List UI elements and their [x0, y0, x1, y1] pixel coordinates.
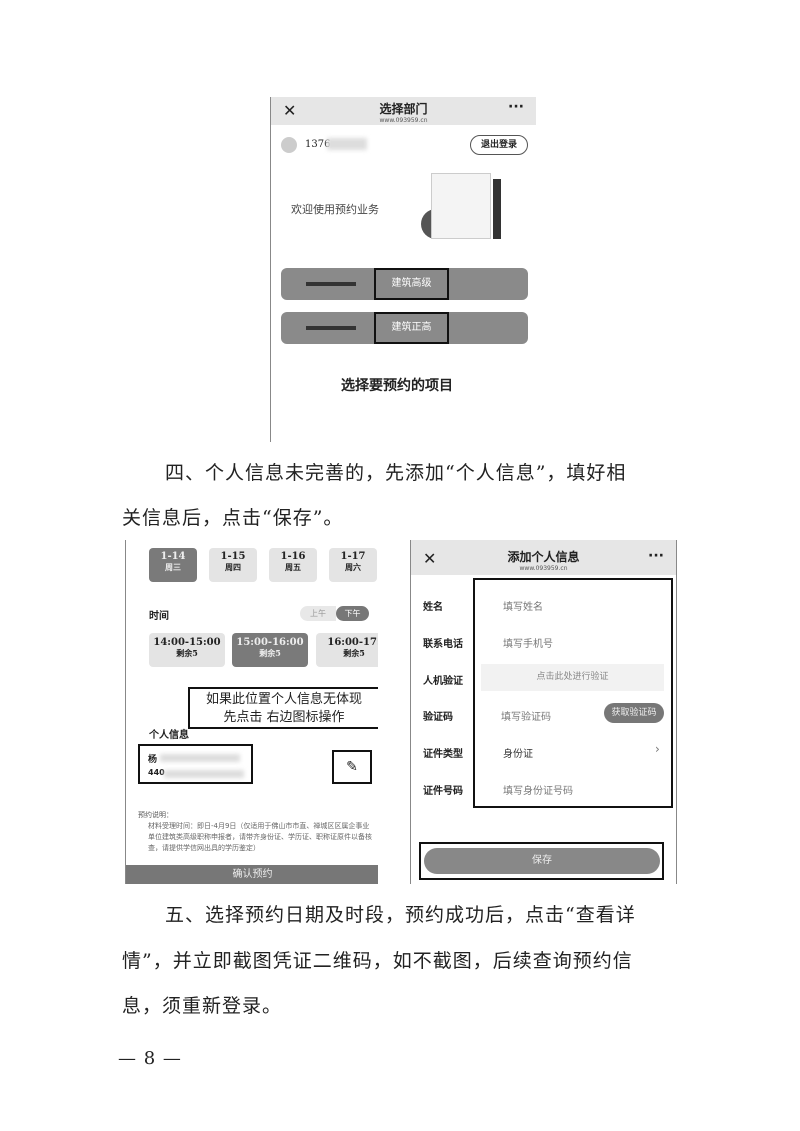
app-header: ✕ 添加个人信息 www.093959.cn ··· — [411, 540, 676, 575]
callout-box: 如果此位置个人信息无体现先点击 右边图标操作 — [188, 687, 378, 729]
edit-icon[interactable]: ✎ — [332, 750, 372, 784]
dept-label: 建筑正高 — [374, 312, 449, 344]
save-highlight-box — [419, 842, 664, 880]
time-label: 时间 — [149, 611, 169, 622]
code-input[interactable]: 填写验证码 — [501, 712, 551, 723]
personal-info-label: 个人信息 — [149, 730, 189, 741]
id-partial: 440 — [148, 768, 165, 777]
name-partial: 杨 — [148, 755, 158, 765]
arrow-icon — [306, 282, 356, 286]
field-label: 证件号码 — [423, 786, 463, 797]
avatar — [281, 137, 297, 153]
field-label: 人机验证 — [423, 676, 463, 687]
paragraph-4-line-2: 关信息后，点击“保存”。 — [122, 507, 344, 529]
paragraph-4-line-1: 四、个人信息未完善的，先添加“个人信息”，填好相 — [165, 462, 627, 484]
close-icon[interactable]: ✕ — [423, 549, 437, 568]
header-url: www.093959.cn — [519, 565, 568, 572]
close-icon[interactable]: ✕ — [283, 101, 297, 120]
personal-info-box: 杨 440 — [138, 744, 253, 784]
notes-text: 材料受理时间：即日-4月9日（仅适用于佛山市市直、禅城区区属企事业单位建筑类高级… — [148, 822, 372, 852]
chevron-right-icon: › — [655, 742, 660, 756]
save-button[interactable]: 保存 — [424, 848, 660, 874]
time-slot[interactable]: 16:00-17:剩余5 — [316, 633, 378, 667]
screenshot-add-personal-info: ✕ 添加个人信息 www.093959.cn ··· 姓名 填写姓名 联系电话 … — [410, 540, 677, 884]
name-input[interactable]: 填写姓名 — [503, 602, 543, 613]
paragraph-5-line-2: 情”，并立即截图凭证二维码，如不截图，后续查询预约信 — [122, 950, 633, 972]
header-url: www.093959.cn — [379, 117, 428, 124]
field-label: 验证码 — [423, 712, 453, 723]
pm-toggle[interactable]: 下午 — [336, 606, 369, 621]
header-title: 添加个人信息 — [507, 550, 580, 564]
dept-button-advanced[interactable]: 建筑高级 — [281, 268, 528, 300]
app-header: ✕ 选择部门 www.093959.cn ··· — [271, 97, 536, 125]
form-highlight-box — [473, 578, 673, 808]
paragraph-5-line-1: 五、选择预约日期及时段，预约成功后，点击“查看详 — [165, 904, 636, 926]
user-phone: 1376 — [305, 139, 331, 150]
captcha-button[interactable]: 点击此处进行验证 — [481, 664, 664, 691]
id-number-input[interactable]: 填写身份证号码 — [503, 786, 573, 797]
field-label: 姓名 — [423, 602, 443, 613]
confirm-button[interactable]: 确认预约 — [126, 865, 378, 884]
more-icon[interactable]: ··· — [648, 548, 664, 564]
id-type-select[interactable]: 身份证 — [503, 749, 533, 760]
header-title: 选择部门 — [379, 102, 428, 116]
phone-blur — [327, 138, 367, 150]
page-number: — 8 — — [118, 1048, 182, 1069]
phone-input[interactable]: 填写手机号 — [503, 639, 553, 650]
arrow-icon — [306, 326, 356, 330]
logout-button[interactable]: 退出登录 — [470, 135, 528, 155]
get-code-button[interactable]: 获取验证码 — [604, 703, 664, 723]
dept-label: 建筑高级 — [374, 268, 449, 300]
notes-title: 预约说明： — [138, 811, 173, 819]
welcome-text: 欢迎使用预约业务 — [291, 203, 379, 216]
more-icon[interactable]: ··· — [508, 99, 524, 115]
caption: 选择要预约的项目 — [341, 378, 453, 394]
illustration — [421, 173, 511, 243]
screenshot-select-department: ✕ 选择部门 www.093959.cn ··· 1376 退出登录 欢迎使用预… — [270, 97, 536, 442]
paragraph-5-line-3: 息，须重新登录。 — [122, 995, 283, 1017]
field-label: 证件类型 — [423, 749, 463, 760]
field-label: 联系电话 — [423, 639, 463, 650]
dept-button-senior[interactable]: 建筑正高 — [281, 312, 528, 344]
am-toggle[interactable]: 上午 — [300, 606, 336, 621]
